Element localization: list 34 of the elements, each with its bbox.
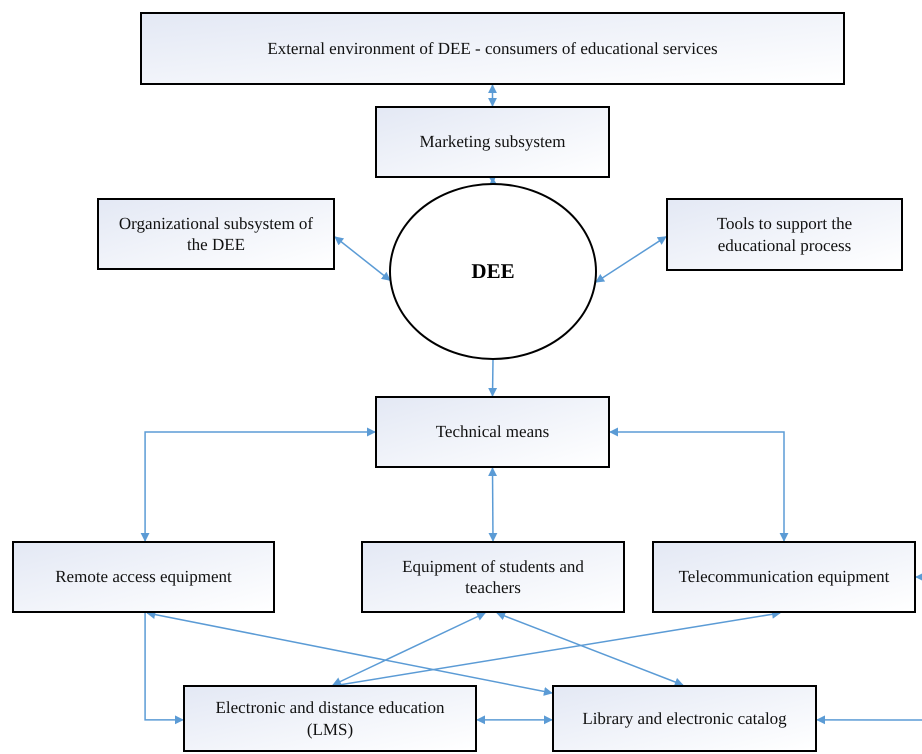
arrow — [476, 715, 553, 724]
arrow — [488, 360, 498, 397]
process-box — [361, 541, 625, 613]
process-box — [552, 685, 817, 752]
node-label: Marketing subsystem — [420, 131, 566, 153]
arrow — [332, 612, 486, 686]
arrow — [915, 572, 922, 582]
node-label: Remote access equipment — [55, 566, 232, 588]
node-label: Equipment of students and teachers — [401, 556, 585, 598]
node-label: Library and electronic catalog — [582, 708, 787, 730]
process-box — [12, 541, 275, 613]
arrow — [496, 612, 684, 686]
node-label: External environment of DEE - consumers of educational services — [267, 38, 718, 60]
node-label: Technical means — [436, 421, 550, 443]
process-box — [375, 396, 610, 468]
arrow — [140, 428, 376, 542]
process-box — [97, 198, 335, 270]
arrow — [144, 613, 184, 724]
process-box — [140, 12, 845, 85]
node-label: Electronic and distance education (LMS) — [214, 697, 446, 740]
arrow — [595, 236, 667, 283]
arrow — [488, 467, 498, 542]
node-label: Tools to support the educational process — [716, 213, 854, 256]
node-label: Telecommunication equipment — [678, 566, 890, 588]
arrow — [609, 428, 788, 542]
arrow — [488, 84, 497, 107]
node-label: DEE — [471, 258, 515, 285]
process-box — [652, 541, 916, 613]
arrow — [334, 236, 391, 281]
process-box — [666, 198, 903, 271]
process-box — [183, 685, 477, 752]
arrow — [816, 715, 922, 724]
node-label: Organizational subsystem of the DEE — [118, 212, 314, 256]
process-box — [375, 106, 610, 178]
